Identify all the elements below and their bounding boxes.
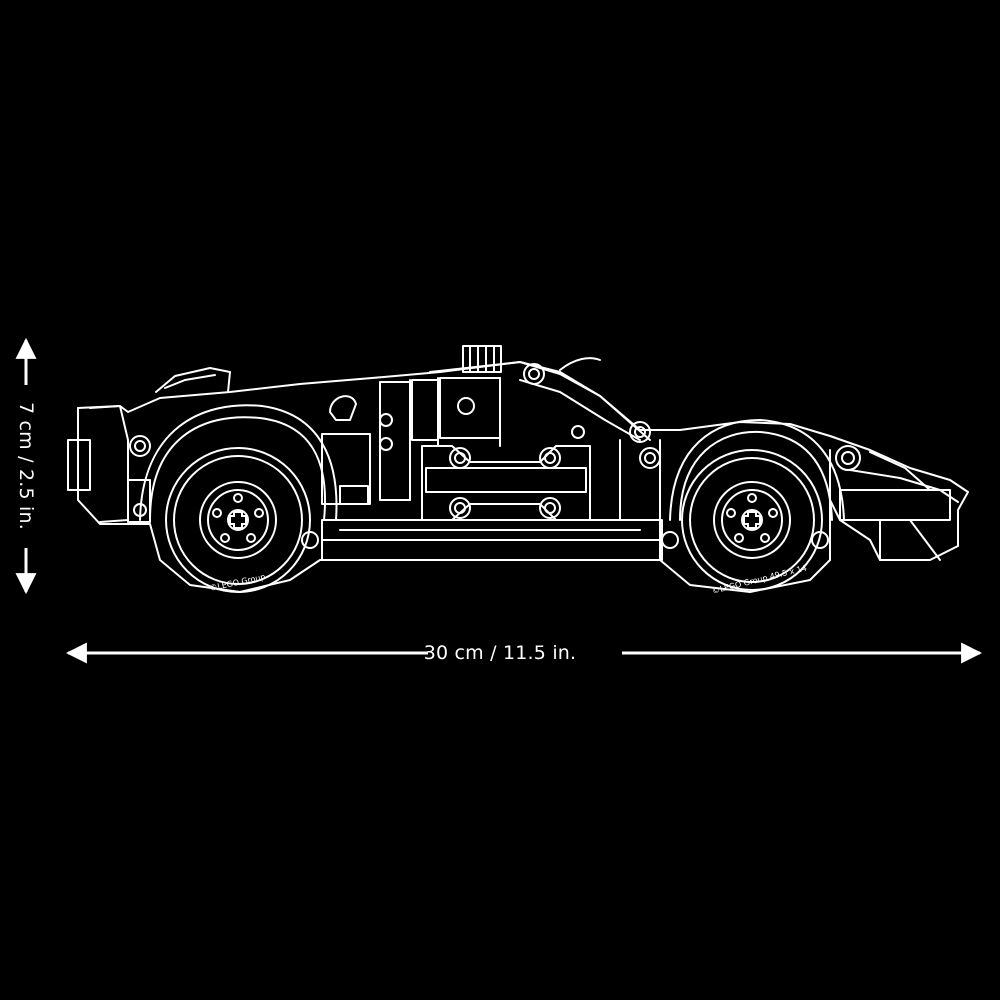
- car-body-outline: [67, 345, 969, 593]
- height-dimension-label: 7 cm / 2.5 in.: [15, 402, 37, 530]
- rear-wheel: [165, 447, 311, 593]
- technic-pins: [129, 363, 861, 549]
- width-dimension-label: 30 cm / 11.5 in.: [423, 642, 577, 664]
- front-wheel: [681, 449, 823, 591]
